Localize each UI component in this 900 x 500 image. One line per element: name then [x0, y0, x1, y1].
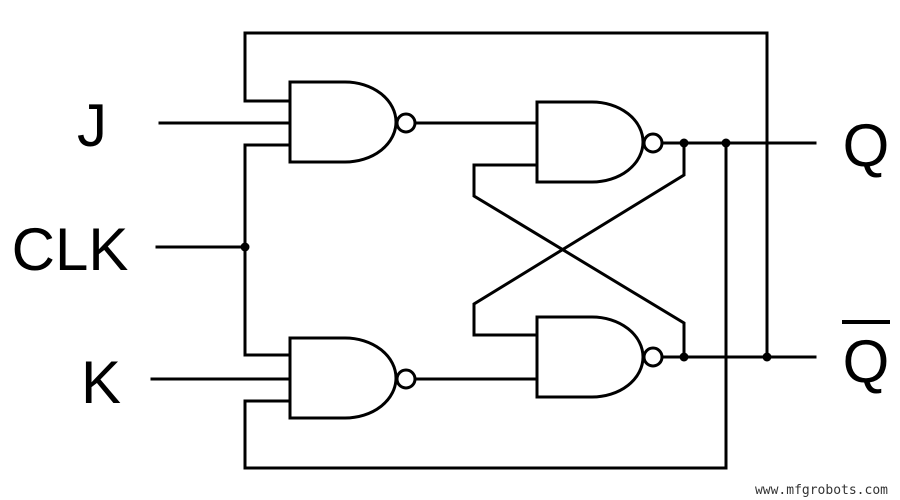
junction-qbar-cross	[679, 352, 689, 362]
label-j: J	[77, 92, 107, 159]
junction-qbar-feedback	[762, 352, 772, 362]
label-clk: CLK	[12, 216, 129, 283]
nand-bubble-j	[395, 112, 417, 134]
nand-bubble-k	[395, 368, 417, 390]
nand-gate-latch-bottom	[535, 315, 645, 399]
label-q: Q	[843, 112, 890, 179]
feedback-loop-top	[243, 31, 769, 359]
cross-wire-q-feedback	[472, 141, 686, 337]
junction-clk	[240, 242, 250, 252]
cross-wire-qbar-feedback	[472, 163, 686, 359]
nand-bubble-latch-bottom	[642, 346, 664, 368]
junction-q-feedback	[721, 138, 731, 148]
clk-bus	[243, 143, 292, 357]
label-k: K	[81, 349, 121, 416]
feedback-loop-bottom	[243, 141, 728, 470]
junction-q-cross	[679, 138, 689, 148]
watermark: www.mfgrobots.com	[755, 483, 888, 498]
nand-gate-latch-top	[535, 100, 645, 184]
nand-bubble-latch-top	[642, 132, 664, 154]
nand-gate-k	[288, 336, 398, 420]
nand-gate-j	[288, 80, 398, 164]
label-q-bar: Q	[843, 328, 890, 395]
